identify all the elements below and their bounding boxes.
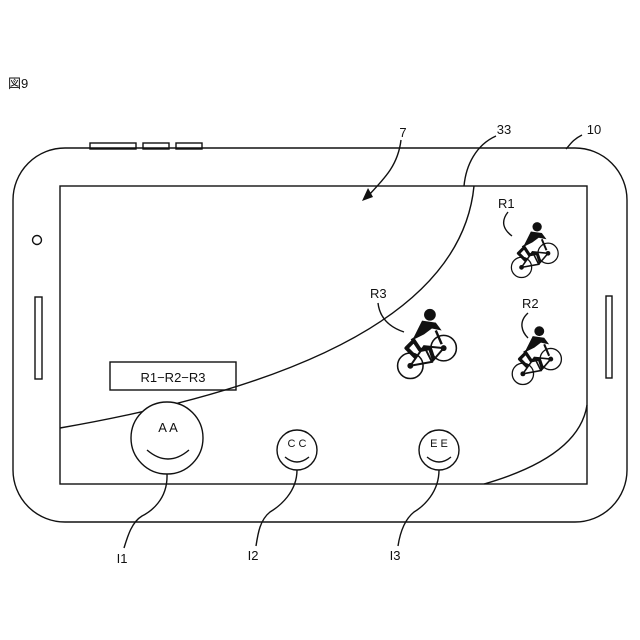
- rider1-leader: [504, 212, 512, 236]
- face-icon-3[interactable]: E E: [419, 430, 459, 470]
- rider2-label: R2: [522, 296, 539, 311]
- cyclist-r2-icon: [512, 326, 561, 384]
- icon3-label: I3: [390, 548, 401, 563]
- rider2-leader: [522, 313, 528, 338]
- curve-leader-line: [464, 136, 496, 186]
- icon2-leader: [256, 470, 297, 546]
- left-side-slot: [35, 297, 42, 379]
- device-body: [13, 148, 627, 522]
- face-2-eyes: C C: [288, 438, 307, 450]
- rider1-label: R1: [498, 196, 515, 211]
- face-icon-2[interactable]: C C: [277, 430, 317, 470]
- right-side-slot: [606, 296, 612, 378]
- figure-title: 図9: [8, 76, 28, 91]
- screen-arrowhead: [362, 188, 373, 201]
- order-box-text: R1−R2−R3: [140, 370, 205, 385]
- face-3-eyes: E E: [430, 438, 448, 450]
- icon1-leader: [124, 474, 167, 548]
- screen-label: 7: [399, 125, 406, 140]
- face-icon-1[interactable]: A A: [131, 402, 203, 474]
- rider3-label: R3: [370, 286, 387, 301]
- track-curve-left: [60, 186, 474, 428]
- icon2-label: I2: [248, 548, 259, 563]
- device-label: 10: [587, 122, 601, 137]
- icon1-label: I1: [117, 551, 128, 566]
- cyclist-r1-icon: [511, 222, 558, 277]
- cyclist-r3-icon: [398, 309, 457, 379]
- face-1-eyes: A A: [158, 420, 178, 435]
- curve-label: 33: [497, 122, 511, 137]
- track-curve-right: [484, 405, 587, 484]
- camera-icon: [33, 236, 42, 245]
- icon3-leader: [398, 470, 439, 546]
- device-leader-line: [566, 135, 582, 149]
